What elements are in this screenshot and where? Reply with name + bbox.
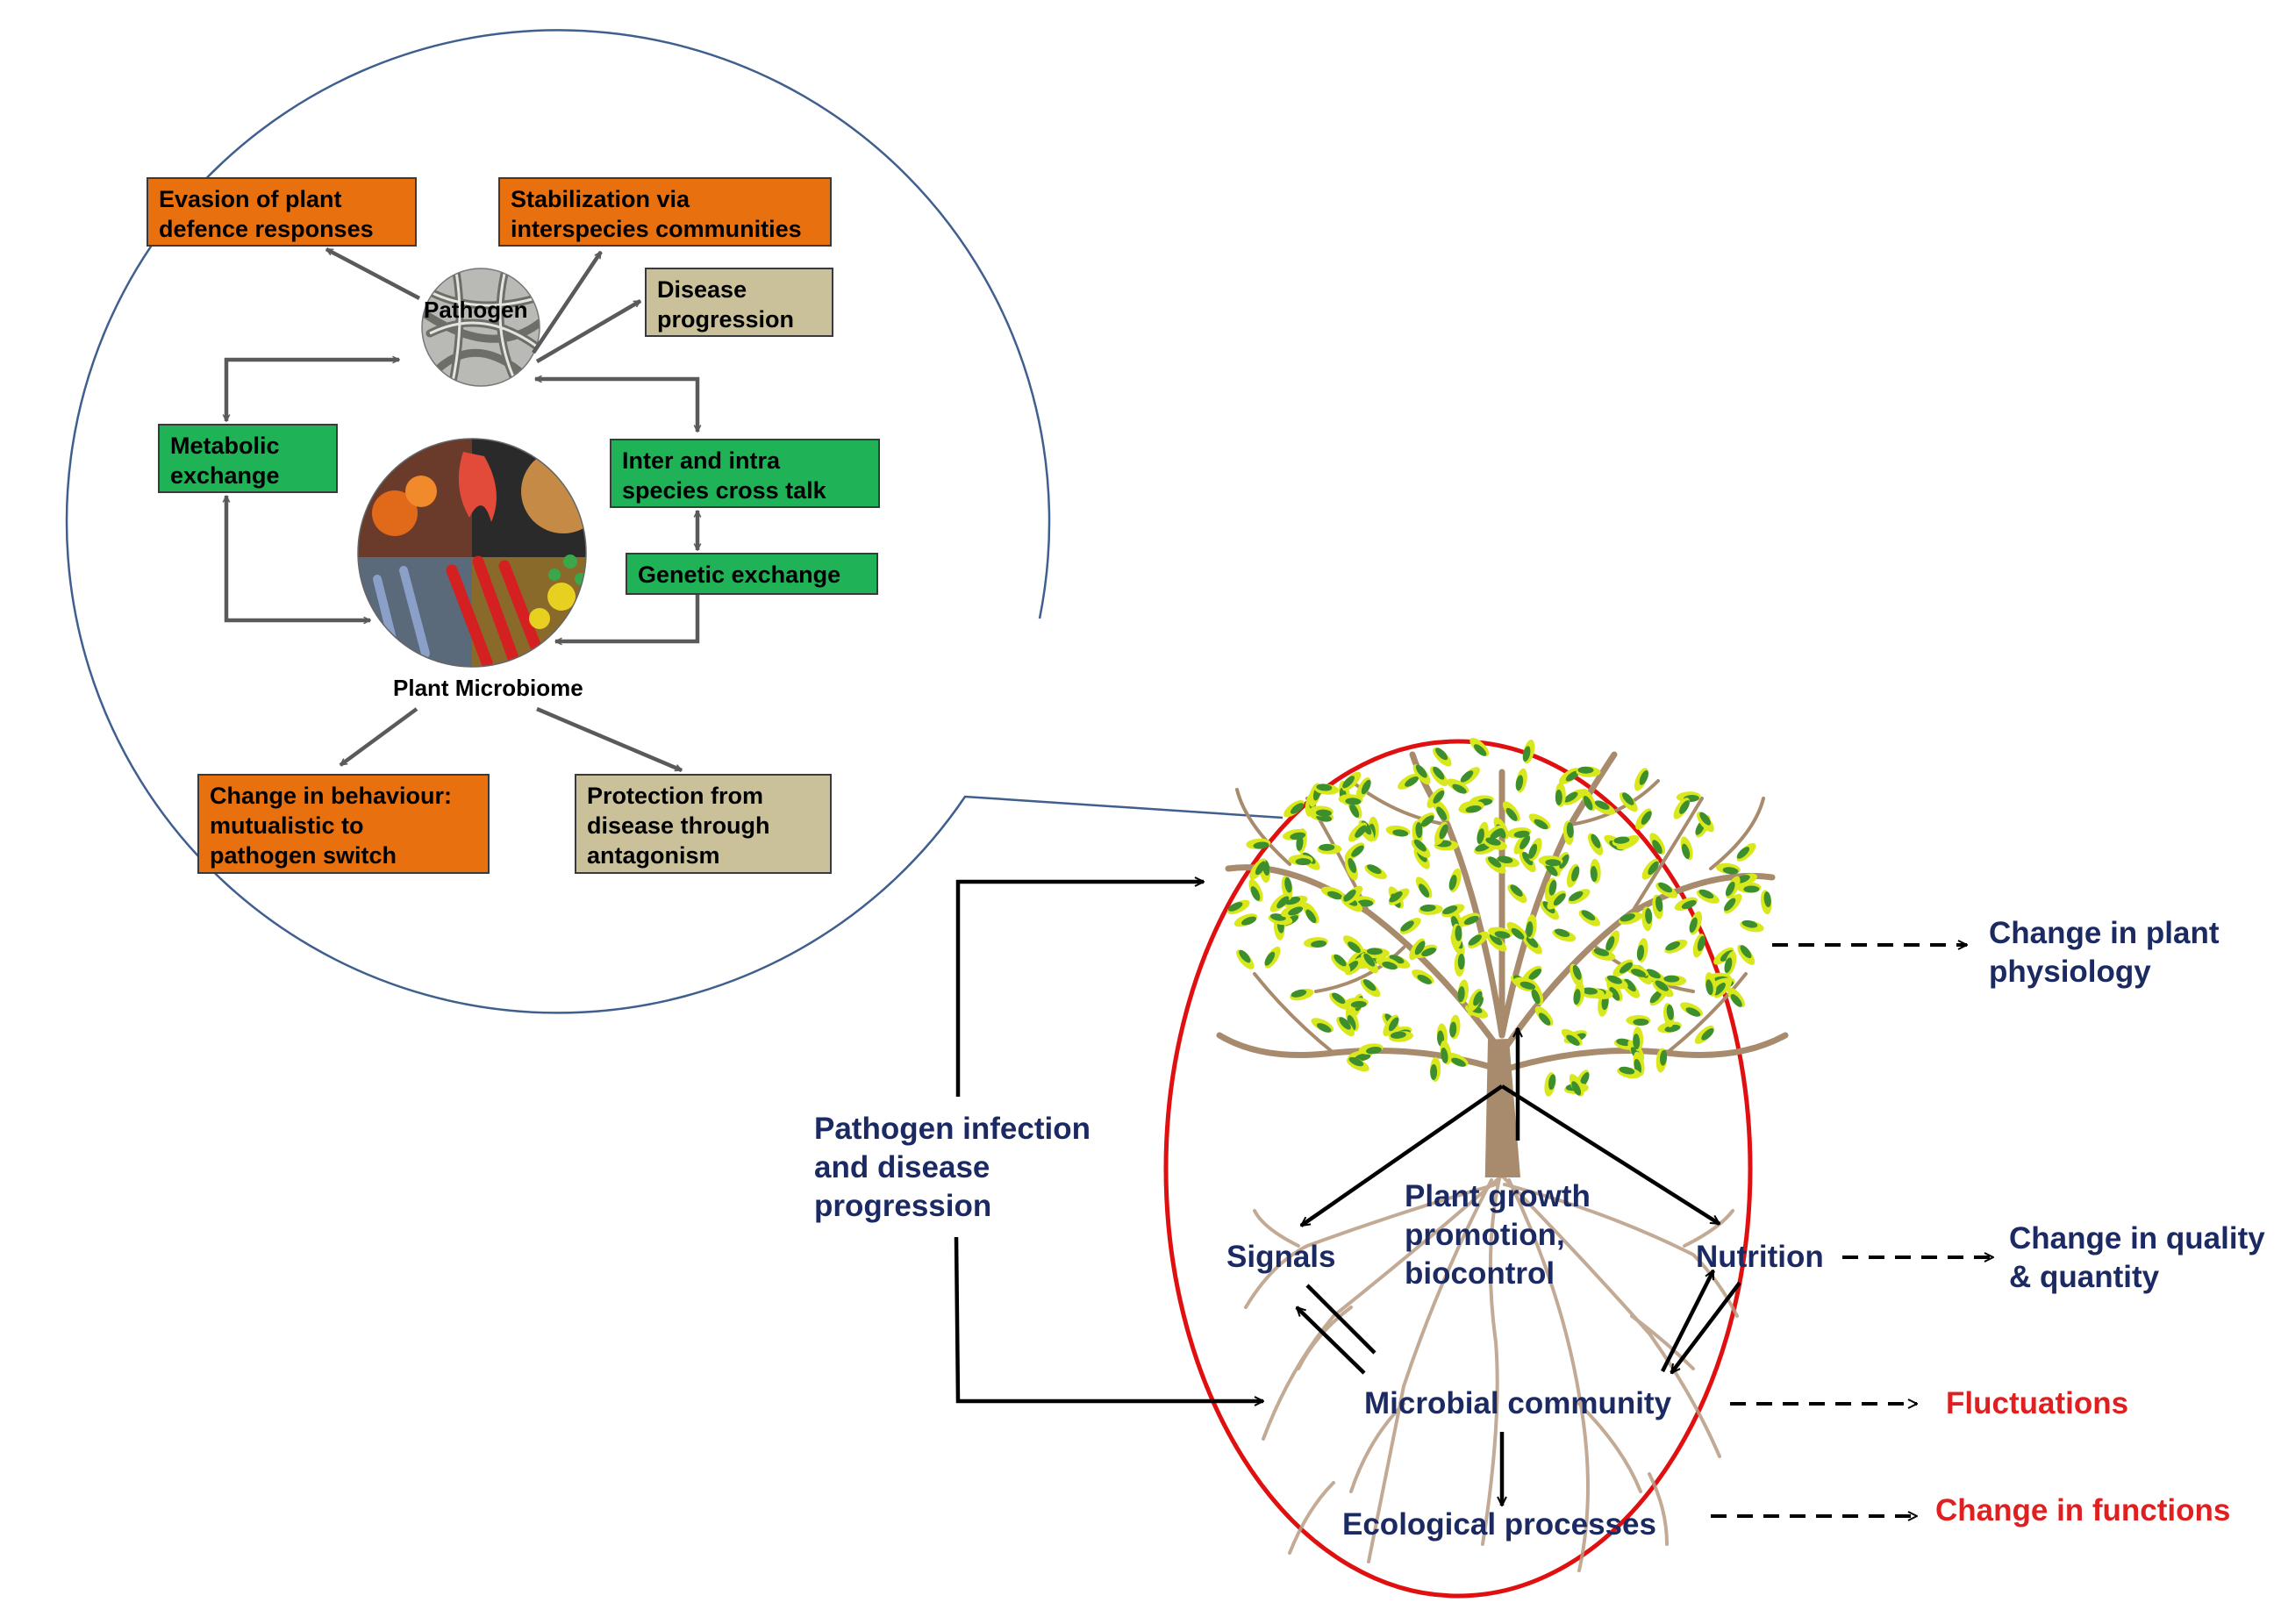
outcome-change-in-functions: Change in functions — [1935, 1493, 2231, 1527]
outcome-fluctuations: Fluctuations — [1946, 1386, 2129, 1420]
signals-label: Signals — [1226, 1240, 1336, 1274]
behaviour-change-box: Change in behaviour: mutualistic to path… — [197, 774, 490, 874]
plant-growth-label: Plant growth promotion, biocontrol — [1405, 1179, 1591, 1291]
plant-microbiome-label: Plant Microbiome — [393, 675, 583, 701]
disease-progression-box: Disease progression — [645, 268, 833, 337]
outcome-quality-quantity: Change in quality & quantity — [2009, 1221, 2265, 1294]
inset-arrows — [226, 247, 697, 773]
outcome-plant-physiology: Change in plant physiology — [1989, 916, 2220, 989]
ecological-processes-label: Ecological processes — [1342, 1507, 1656, 1542]
microbial-community-label: Microbial community — [1364, 1386, 1672, 1420]
metabolic-exchange-box: Metabolic exchange — [158, 424, 338, 493]
pathogen-infection-label: Pathogen infection and disease progressi… — [814, 1112, 1090, 1223]
pathogen-label: Pathogen — [424, 297, 528, 323]
main-arrows — [954, 882, 1741, 1506]
evasion-box: Evasion of plant defence responses — [147, 177, 417, 247]
protection-box: Protection from disease through antagoni… — [575, 774, 832, 874]
pathogen-image — [422, 268, 540, 386]
roots-graphic — [1244, 1165, 1739, 1572]
genetic-exchange-box: Genetic exchange — [626, 553, 878, 595]
inset-bubble — [65, 29, 1284, 1014]
cross-talk-box: Inter and intra species cross talk — [610, 439, 880, 508]
tree-leaves — [1226, 737, 1772, 1097]
stabilization-box: Stabilization via interspecies communiti… — [498, 177, 832, 247]
dashed-arrows — [1711, 945, 1993, 1516]
nutrition-label: Nutrition — [1696, 1240, 1824, 1274]
